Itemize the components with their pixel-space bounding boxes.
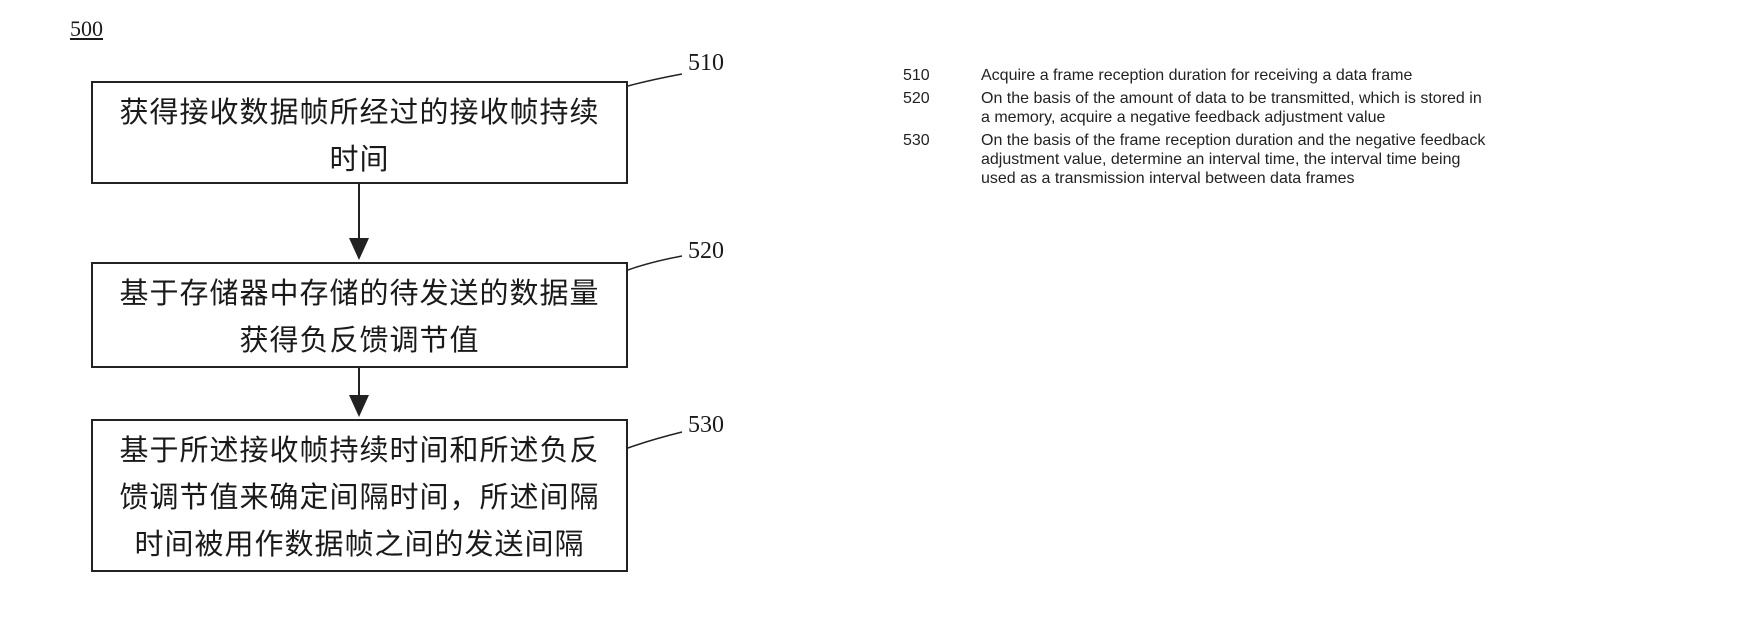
step-520-box: 基于存储器中存储的待发送的数据量获得负反馈调节值 xyxy=(91,262,628,368)
step-530-text: 基于所述接收帧持续时间和所述负反馈调节值来确定间隔时间，所述间隔时间被用作数据帧… xyxy=(119,433,599,561)
legend-row-520: 520 On the basis of the amount of data t… xyxy=(903,89,1703,127)
legend-ref: 510 xyxy=(903,66,981,85)
step-520-ref: 520 xyxy=(688,238,724,265)
legend-ref: 530 xyxy=(903,131,981,188)
arrowhead-510-to-520 xyxy=(349,238,369,260)
step-510-ref: 510 xyxy=(688,50,724,77)
legend-text: On the basis of the amount of data to be… xyxy=(981,89,1491,127)
step-530-ref: 530 xyxy=(688,412,724,439)
legend-ref: 520 xyxy=(903,89,981,127)
leader-line-510 xyxy=(628,74,682,86)
arrowhead-520-to-530 xyxy=(349,395,369,417)
step-510-box: 获得接收数据帧所经过的接收帧持续时间 xyxy=(91,81,628,184)
step-520-text: 基于存储器中存储的待发送的数据量获得负反馈调节值 xyxy=(119,276,599,357)
legend-row-510: 510 Acquire a frame reception duration f… xyxy=(903,66,1703,85)
leader-line-520 xyxy=(628,256,682,270)
legend-row-530: 530 On the basis of the frame reception … xyxy=(903,131,1703,188)
legend-text: On the basis of the frame reception dura… xyxy=(981,131,1491,188)
step-510-text: 获得接收数据帧所经过的接收帧持续时间 xyxy=(119,95,599,176)
leader-line-530 xyxy=(628,432,682,448)
legend-text: Acquire a frame reception duration for r… xyxy=(981,66,1491,85)
step-530-box: 基于所述接收帧持续时间和所述负反馈调节值来确定间隔时间，所述间隔时间被用作数据帧… xyxy=(91,419,628,572)
legend: 510 Acquire a frame reception duration f… xyxy=(903,66,1703,192)
